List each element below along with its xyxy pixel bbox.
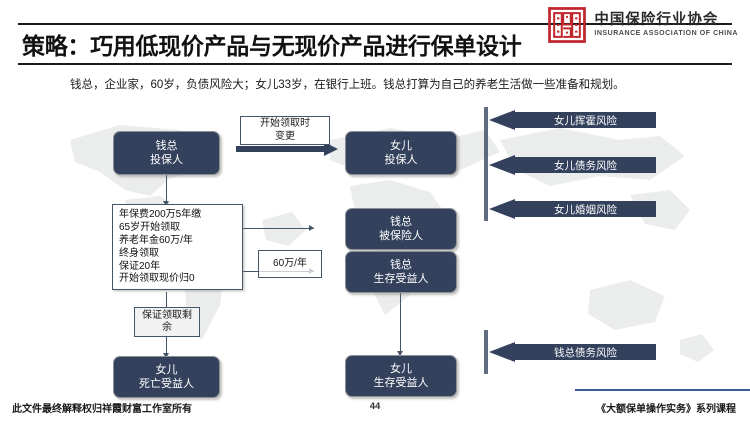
policy-detail-line-2: 65岁开始领取 bbox=[119, 221, 181, 233]
policy-detail-line-6: 开始领取现价归0 bbox=[119, 273, 195, 285]
connector-detail-to-remainder bbox=[166, 292, 167, 307]
page-title: 策略：巧用低现价产品与无现价产品进行保单设计 bbox=[22, 32, 522, 59]
footer-course-name: 《大额保单操作实务》系列课程 bbox=[596, 404, 736, 415]
logo-name-cn: 中国保险行业协会 bbox=[594, 11, 719, 28]
arrowhead-remainder-to-death-beneficiary bbox=[162, 353, 169, 358]
insurance-association-seal-icon bbox=[548, 7, 587, 43]
node-daughter-living-beneficiary-line1: 女儿 bbox=[390, 362, 412, 375]
node-qian-insured-line2: 被保险人 bbox=[379, 230, 423, 242]
node-qian-policyholder-line1: 钱总 bbox=[155, 139, 178, 152]
policy-detail-line-4: 终身领取 bbox=[119, 247, 159, 259]
policy-detail-line-3: 养老年金60万/年 bbox=[119, 234, 193, 246]
node-qian-insured: 钱总 被保险人 bbox=[345, 208, 457, 250]
logo-text: 中国保险行业协会 INSURANCE ASSOCIATION OF CHINA bbox=[594, 13, 738, 38]
connector-remainder-to-death-beneficiary bbox=[166, 336, 167, 356]
policy-detail-box: 年保费200万5年缴 65岁开始领取 养老年金60万/年 终身领取 保证20年 … bbox=[112, 204, 243, 291]
association-logo: 中国保险行业协会 INSURANCE ASSOCIATION OF CHINA bbox=[548, 4, 738, 46]
node-daughter-death-beneficiary-line1: 女儿 bbox=[155, 363, 178, 376]
guaranteed-remainder-label: 保证领取剩 余 bbox=[134, 307, 200, 337]
risk-arrow-qian-debt: 钱总债务风险 bbox=[489, 342, 656, 362]
node-qian-policyholder-line2: 投保人 bbox=[150, 154, 183, 166]
node-daughter-death-beneficiary: 女儿 死亡受益人 bbox=[113, 356, 220, 398]
connector-detail-to-insured bbox=[232, 228, 314, 229]
footer-copyright: 此文件最终解释权归祥霞财富工作室所有 bbox=[12, 404, 192, 415]
node-daughter-living-beneficiary: 女儿 生存受益人 bbox=[345, 355, 457, 397]
policy-detail-line-5: 保证20年 bbox=[119, 260, 161, 272]
node-qian-living-beneficiary: 钱总 生存受益人 bbox=[345, 251, 457, 293]
change-on-payout-label: 开始领取时 变更 bbox=[240, 116, 330, 145]
risk-arrow-daughter-debt: 女儿债务风险 bbox=[489, 155, 656, 175]
header-top-rule bbox=[18, 23, 732, 25]
guaranteed-remainder-line2: 余 bbox=[162, 322, 172, 333]
logo-name-en: INSURANCE ASSOCIATION OF CHINA bbox=[594, 30, 738, 38]
connector-policyholder-to-detail bbox=[166, 173, 167, 204]
footer-page-number: 44 bbox=[369, 401, 381, 412]
node-daughter-policyholder: 女儿 投保人 bbox=[345, 131, 457, 175]
node-daughter-policyholder-line2: 投保人 bbox=[384, 154, 418, 166]
footer-accent-bar bbox=[575, 389, 750, 391]
change-on-payout-line1: 开始领取时 bbox=[260, 118, 310, 129]
risk-group-bar-qian bbox=[484, 330, 488, 374]
header-bottom-rule bbox=[18, 63, 732, 65]
risk-arrow-daughter-squander: 女儿挥霍风险 bbox=[489, 110, 656, 130]
policy-detail-line-1: 年保费200万5年缴 bbox=[119, 209, 202, 220]
node-qian-insured-line1: 钱总 bbox=[390, 215, 412, 228]
connector-living-to-daughter-living bbox=[400, 288, 401, 354]
scenario-subtitle: 钱总，企业家，60岁，负债风险大；女儿33岁，在银行上班。钱总打算为自己的养老生… bbox=[70, 79, 625, 91]
risk-arrow-qian-debt-label: 钱总债务风险 bbox=[554, 346, 617, 359]
node-daughter-death-beneficiary-line2: 死亡受益人 bbox=[139, 378, 194, 390]
risk-arrow-daughter-marriage-label: 女儿婚姻风险 bbox=[554, 203, 617, 216]
risk-group-bar-daughter bbox=[484, 107, 488, 221]
change-on-payout-line2: 变更 bbox=[275, 130, 295, 142]
node-qian-policyholder: 钱总 投保人 bbox=[113, 131, 220, 175]
annuity-amount-label: 60万/年 bbox=[258, 250, 322, 278]
guaranteed-remainder-line1: 保证领取剩 bbox=[142, 309, 192, 321]
arrowhead-detail-to-insured bbox=[309, 224, 314, 231]
risk-arrow-daughter-marriage: 女儿婚姻风险 bbox=[489, 199, 656, 219]
risk-arrow-daughter-squander-label: 女儿挥霍风险 bbox=[554, 114, 617, 127]
node-qian-living-beneficiary-line1: 钱总 bbox=[390, 258, 412, 271]
risk-arrow-daughter-debt-label: 女儿债务风险 bbox=[554, 159, 617, 172]
arrowhead-living-to-daughter-living bbox=[396, 351, 403, 356]
node-daughter-living-beneficiary-line2: 生存受益人 bbox=[373, 377, 429, 389]
arrowhead-policyholder-to-detail bbox=[162, 201, 169, 206]
change-policyholder-block-arrow bbox=[236, 142, 338, 156]
node-daughter-policyholder-line1: 女儿 bbox=[390, 139, 412, 152]
node-qian-living-beneficiary-line2: 生存受益人 bbox=[373, 273, 429, 285]
